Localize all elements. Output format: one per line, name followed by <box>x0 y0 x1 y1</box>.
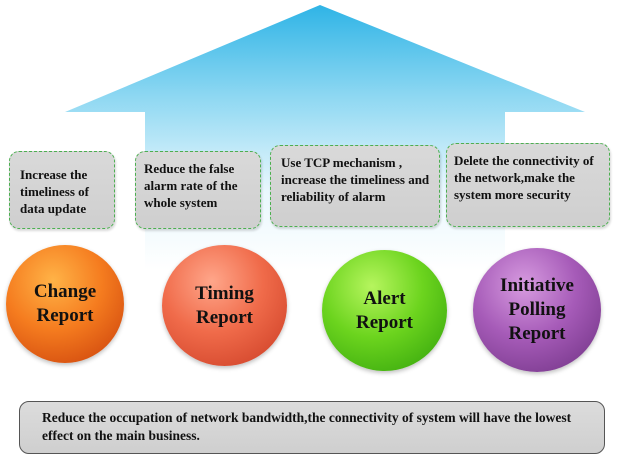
note-text: Delete the connectivity of the network,m… <box>454 153 594 202</box>
note-text: Use TCP mechanism , increase the timelin… <box>281 155 430 204</box>
change-report-circle: Change Report <box>6 245 124 363</box>
note-text: Increase the timeliness of data update <box>20 167 89 216</box>
circle-label: Polling <box>508 299 566 320</box>
circle-label: Report <box>356 311 413 333</box>
circle-label: Timing <box>195 282 254 304</box>
circle-label: Report <box>36 305 94 326</box>
note-timing-report: Reduce the false alarm rate of the whole… <box>135 151 261 229</box>
circle-label: Report <box>196 306 253 328</box>
circle-label: Change <box>33 281 97 302</box>
circle-label: Initiative <box>500 275 574 296</box>
house-roof-and-body <box>65 5 585 270</box>
circle-label: Report <box>508 323 566 344</box>
timing-report-circle: Timing Report <box>162 245 287 366</box>
circle-label: Alert <box>363 287 406 309</box>
alert-report-circle: Alert Report <box>322 250 447 371</box>
note-alert-report: Use TCP mechanism , increase the timelin… <box>270 145 440 227</box>
summary-box: Reduce the occupation of network bandwid… <box>19 401 605 454</box>
summary-text: Reduce the occupation of network bandwid… <box>42 410 572 443</box>
note-text: Reduce the false alarm rate of the whole… <box>144 161 238 210</box>
note-change-report: Increase the timeliness of data update <box>9 151 115 229</box>
initiative-polling-report-circle: Initiative Polling Report <box>473 248 601 372</box>
note-initiative-polling-report: Delete the connectivity of the network,m… <box>446 143 610 227</box>
